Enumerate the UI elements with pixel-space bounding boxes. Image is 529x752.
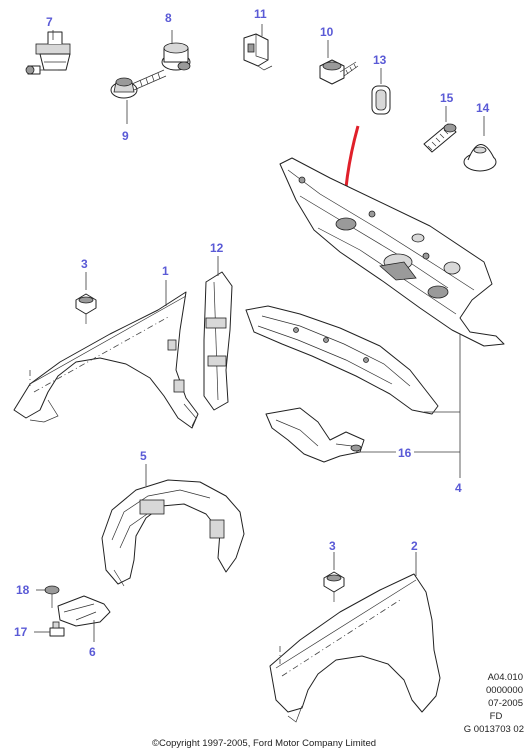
part-1-fender-left: [13, 291, 199, 429]
callout-3b: 3: [329, 539, 336, 553]
callout-16: 16: [398, 446, 412, 460]
callout-6: 6: [89, 645, 96, 659]
part-8-grommet: [161, 42, 191, 71]
callout-5: 5: [140, 449, 147, 463]
callout-15: 15: [440, 91, 454, 105]
part-18-screw: [44, 585, 60, 608]
part-13-plug: [371, 85, 391, 115]
copyright-text: ©Copyright 1997-2005, Ford Motor Company…: [152, 738, 376, 749]
callout-10: 10: [320, 25, 334, 39]
callout-7: 7: [46, 15, 53, 29]
callout-11: 11: [254, 7, 267, 21]
part-3-bolt-upper: [75, 293, 97, 324]
callout-2: 2: [411, 539, 418, 553]
part-14-cap: [463, 144, 497, 172]
callout-17: 17: [14, 625, 28, 639]
part-12-seal: [203, 271, 233, 411]
part-15-stud: [423, 123, 457, 153]
callout-18: 18: [16, 583, 30, 597]
part-5-wheel-liner: [101, 479, 245, 587]
callout-14: 14: [476, 101, 490, 115]
part-3-bolt-lower: [323, 571, 345, 602]
part-9-screw: [110, 69, 167, 99]
cross-member: [245, 305, 439, 415]
part-10-bolt: [319, 59, 359, 85]
part-2-fender-right: [269, 573, 441, 723]
callout-1: 1: [162, 264, 169, 278]
part-17-clip: [49, 621, 65, 637]
callout-12: 12: [210, 241, 224, 255]
part-7-clip: [25, 31, 71, 75]
callout-13: 13: [373, 53, 387, 67]
callout-4: 4: [455, 481, 462, 495]
ref-line-3: 07-2005: [488, 698, 523, 709]
part-16-bracket: [265, 407, 365, 463]
ref-line-4: FD: [490, 711, 503, 722]
callout-8: 8: [165, 11, 172, 25]
ref-line-1: A04.010: [488, 672, 523, 683]
callout-3a: 3: [81, 257, 88, 271]
ref-line-2: 0000000: [486, 685, 523, 696]
part-11-bracket: [243, 33, 273, 71]
callout-9: 9: [122, 129, 129, 143]
ref-line-5: G 0013703 02: [464, 724, 524, 735]
dash-panel: [279, 157, 505, 347]
part-6-shield: [57, 595, 111, 627]
